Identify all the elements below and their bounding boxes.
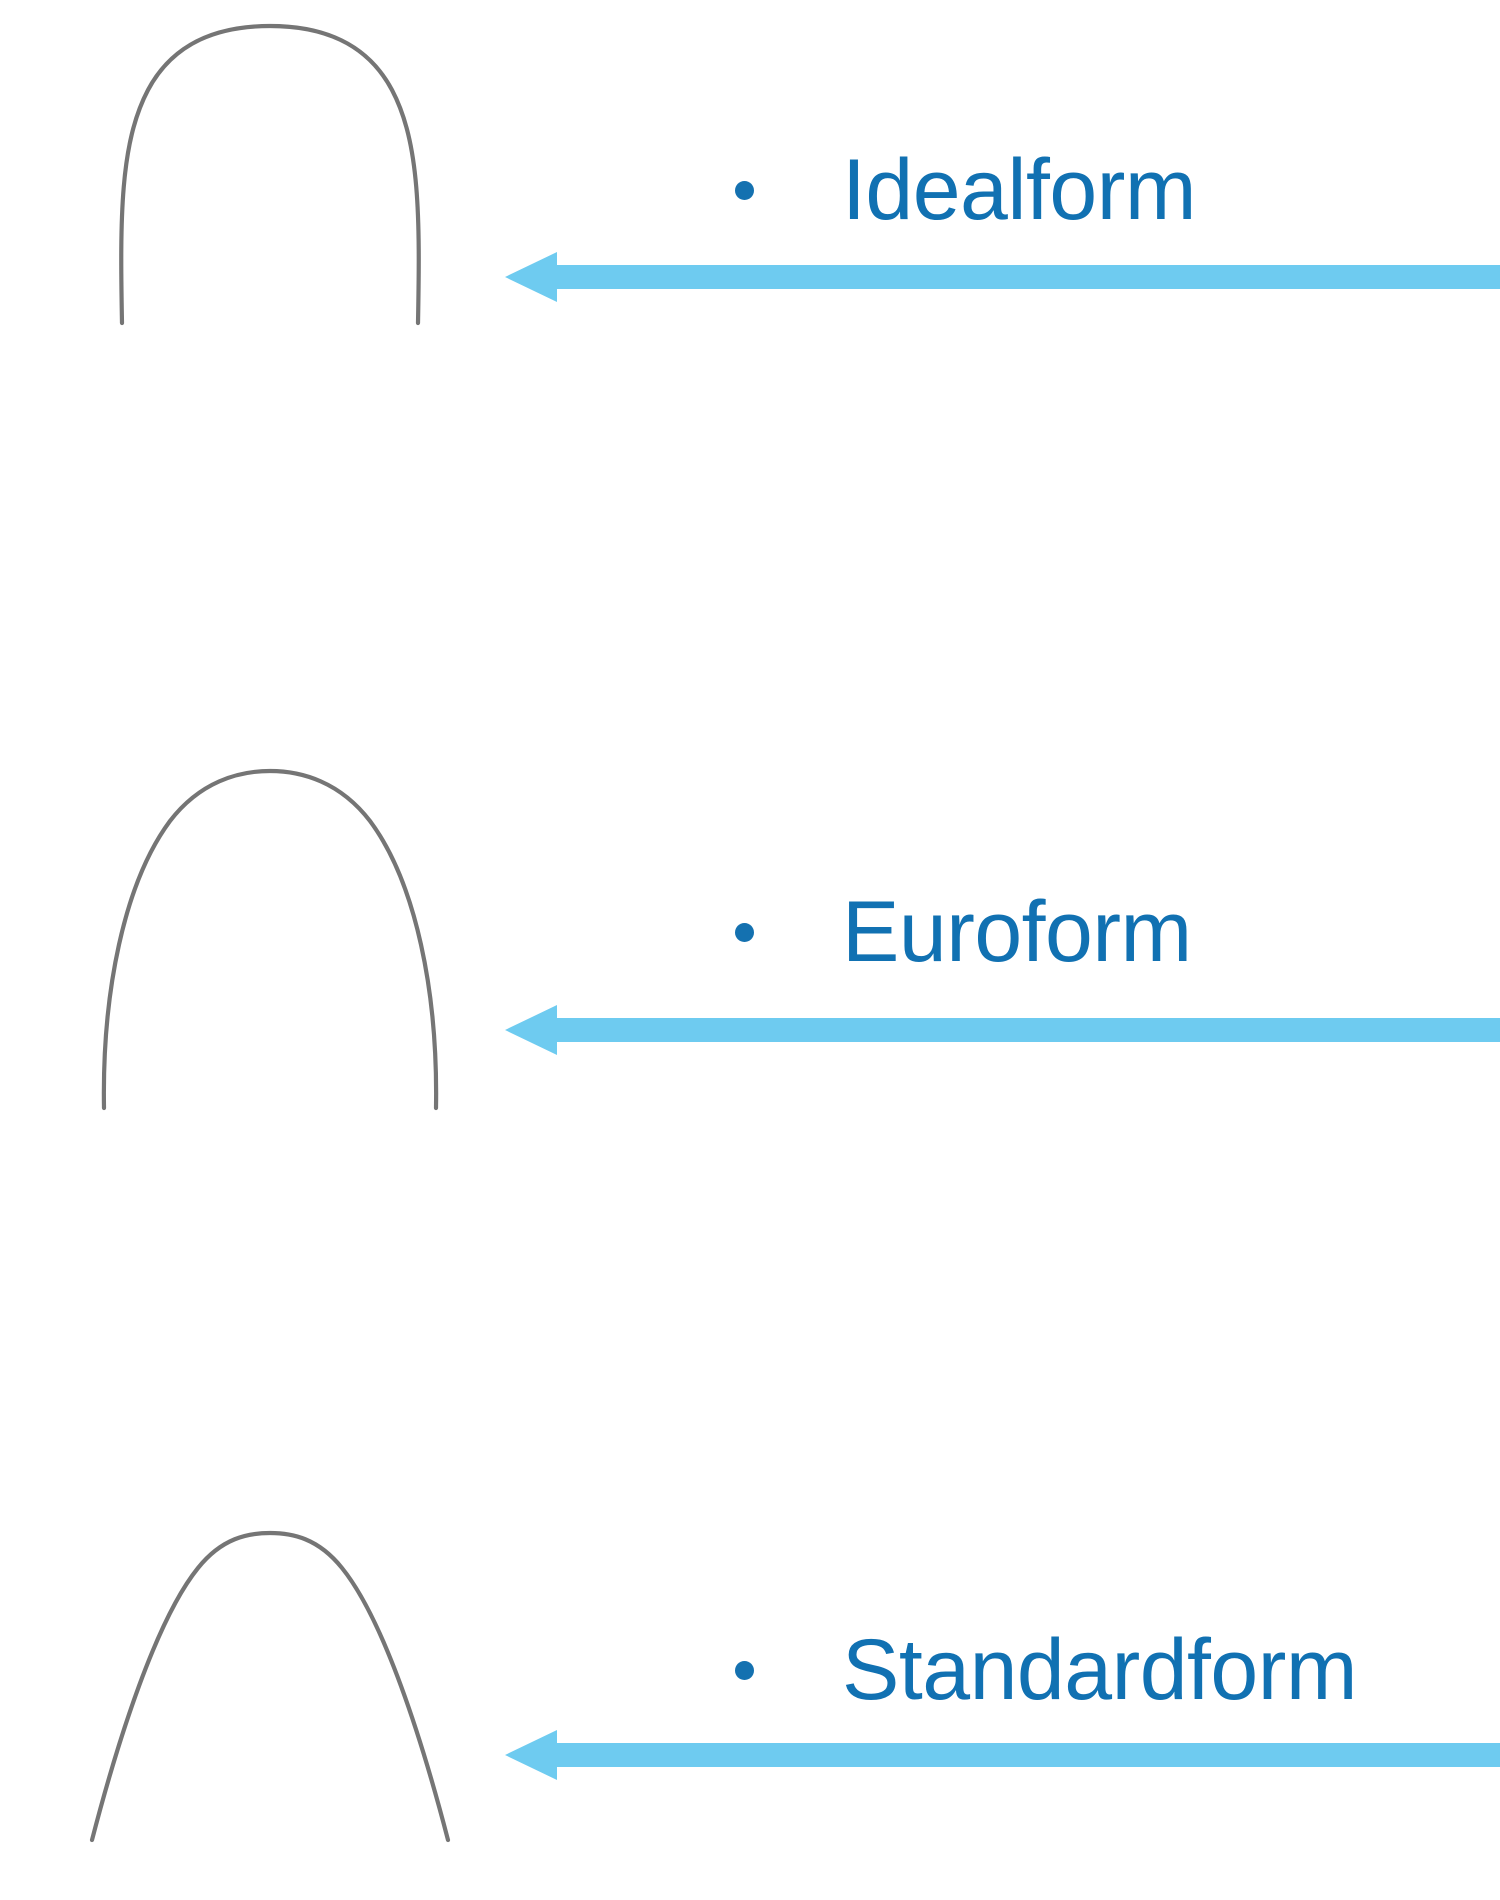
archwire-row-euroform: Euroform	[0, 375, 1500, 1111]
euroform-archwire	[70, 763, 470, 1138]
arrow-left-euroform	[505, 1003, 1500, 1057]
bullet-icon	[735, 180, 754, 200]
archwire-row-idealform: Idealform	[0, 0, 1500, 375]
bullet-line-euroform: Euroform	[735, 877, 1192, 987]
archwire-label-standardform: Standardform	[842, 1622, 1358, 1718]
arrow-left-standardform	[505, 1728, 1500, 1782]
bullet-icon	[735, 1660, 754, 1680]
standardform-archwire	[70, 1525, 470, 1900]
archwire-label-idealform: Idealform	[842, 142, 1197, 238]
bullet-icon	[735, 922, 754, 942]
archwire-row-standardform: Standardform	[0, 750, 1500, 1843]
slide-canvas: Idealform Euroform	[0, 0, 1500, 1843]
bullet-line-idealform: Idealform	[735, 135, 1197, 245]
arrow-left-idealform	[505, 250, 1500, 304]
idealform-archwire	[70, 8, 470, 383]
bullet-line-standardform: Standardform	[735, 1615, 1358, 1725]
archwire-label-euroform: Euroform	[842, 884, 1192, 980]
